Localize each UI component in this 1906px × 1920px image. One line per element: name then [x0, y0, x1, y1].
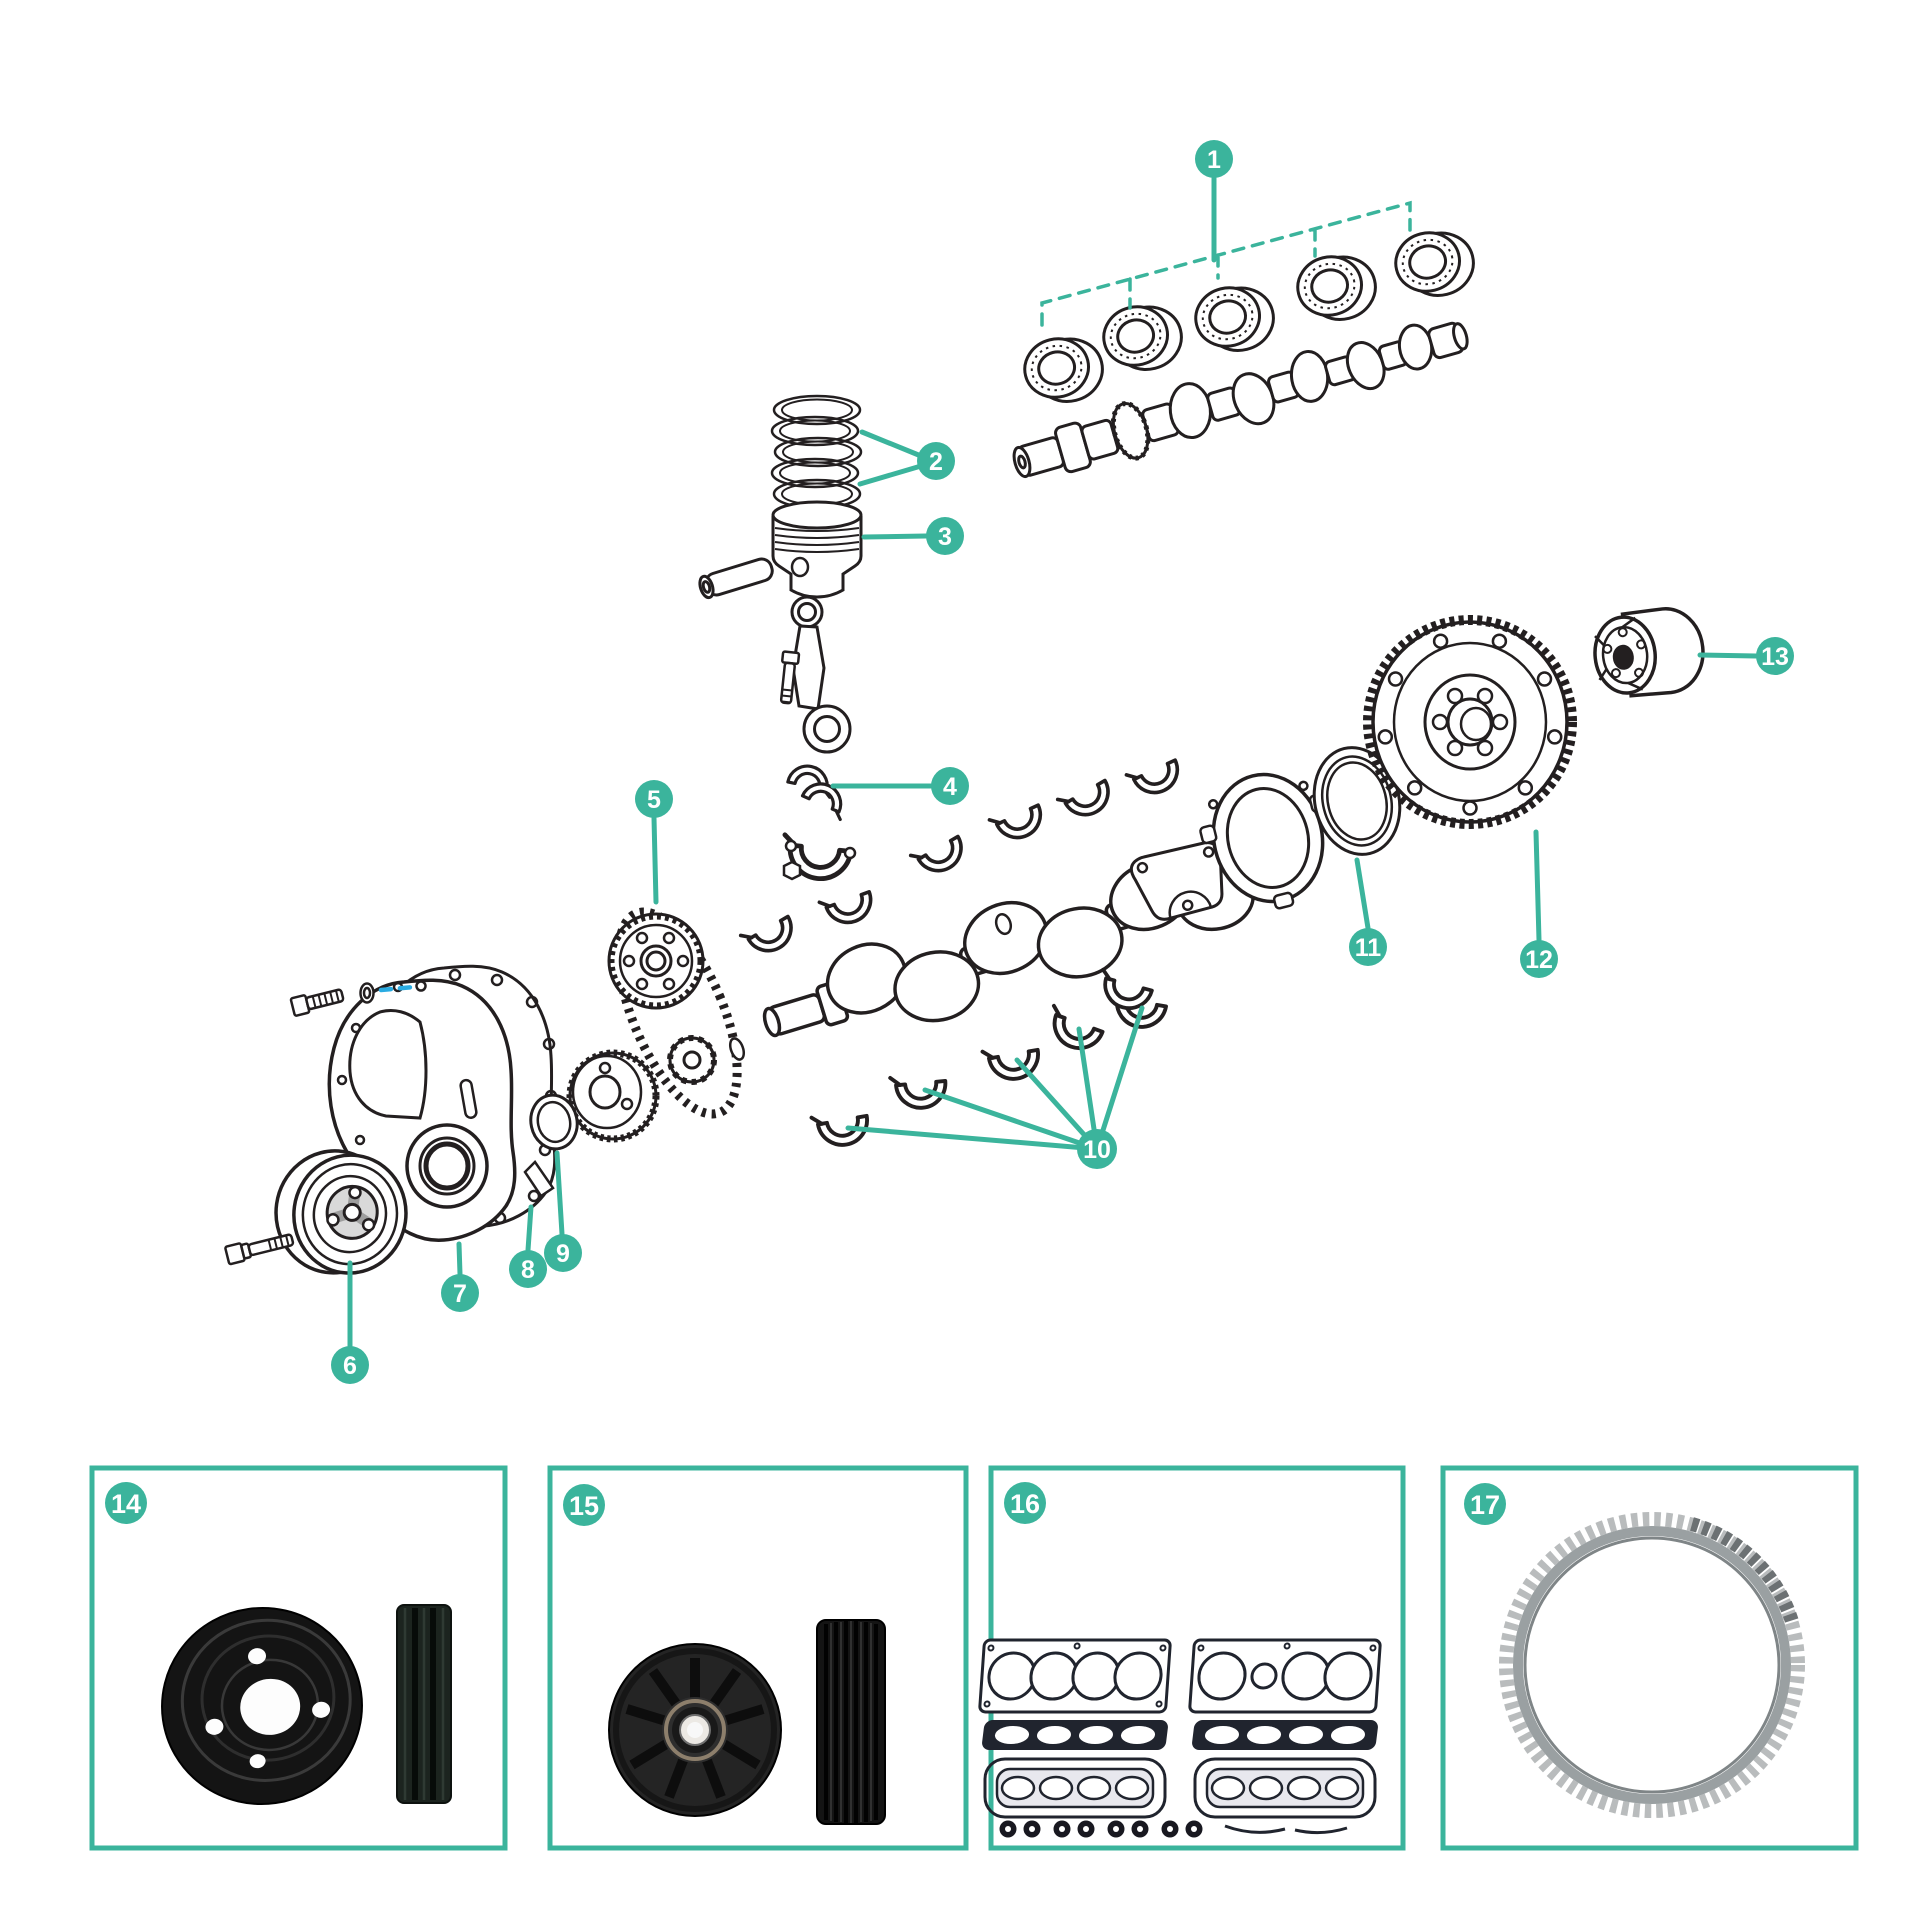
callout-9: 9	[544, 1234, 582, 1272]
cover-bolt	[289, 988, 345, 1017]
callout-2: 2	[917, 442, 955, 480]
svg-text:16: 16	[1010, 1489, 1040, 1519]
front-cover-assembly	[289, 964, 579, 1242]
piston	[771, 500, 863, 599]
svg-text:2: 2	[929, 448, 943, 476]
panel-badge-16: 16	[1004, 1482, 1046, 1524]
rod-bolt	[779, 650, 801, 705]
crank-pulley-side-view	[396, 1604, 452, 1804]
oil-pump-sprocket	[667, 1035, 717, 1085]
svg-text:4: 4	[943, 773, 957, 801]
piston-assembly	[698, 394, 863, 882]
callout-leader-lines	[347, 175, 1759, 1349]
crank-pulley-photo	[161, 1604, 452, 1806]
callout-6: 6	[331, 1346, 369, 1384]
rod-bearing-shells	[784, 760, 853, 822]
svg-text:8: 8	[521, 1256, 535, 1284]
callout-3: 3	[926, 517, 964, 555]
callout-7: 7	[441, 1274, 479, 1312]
cam-sprocket	[607, 912, 705, 1010]
callout-13: 13	[1756, 637, 1794, 675]
svg-text:11: 11	[1355, 934, 1382, 962]
svg-text:15: 15	[569, 1491, 599, 1521]
harmonic-balancer	[224, 1149, 408, 1275]
panel-badge-15: 15	[563, 1484, 605, 1526]
rear-cap-gasket	[1129, 841, 1224, 921]
piston-rings	[770, 394, 863, 510]
product-panels: 14 15 16 17	[89, 1465, 1859, 1851]
panel-15	[547, 1465, 969, 1851]
svg-text:12: 12	[1525, 946, 1553, 974]
callout-4: 4	[931, 767, 969, 805]
svg-text:5: 5	[647, 786, 661, 814]
panel-badge-14: 14	[105, 1482, 147, 1524]
svg-text:1: 1	[1207, 146, 1221, 174]
callout-5: 5	[635, 780, 673, 818]
alignment-dash-highlight	[378, 984, 417, 993]
callout-11: 11	[1349, 928, 1387, 966]
callout-1: 1	[1195, 140, 1233, 178]
rod-cap	[781, 835, 857, 882]
connecting-rod	[790, 595, 852, 754]
svg-text:7: 7	[453, 1280, 467, 1308]
svg-text:9: 9	[556, 1240, 570, 1268]
cover-washer	[359, 982, 375, 1004]
callouts: 1 2 3 4 5 6 7 8 9 10 11 12 13	[331, 140, 1794, 1384]
idler-pulley-photo	[608, 1619, 886, 1825]
crank-seal	[529, 1093, 579, 1151]
ring-gear-photo	[1499, 1512, 1805, 1818]
balancer-bolt	[224, 1233, 295, 1266]
callout-10: 10	[1077, 1129, 1117, 1169]
callout-8: 8	[509, 1250, 547, 1288]
camshaft-assembly	[1012, 221, 1482, 479]
idler-pulley-side-view	[816, 1619, 886, 1825]
timing-chain	[614, 907, 742, 1119]
svg-text:17: 17	[1470, 1490, 1500, 1520]
head-gasket-set-photo	[978, 1638, 1382, 1838]
svg-text:10: 10	[1083, 1136, 1111, 1164]
woodruff-key	[728, 1037, 746, 1061]
panel-badge-17: 17	[1464, 1483, 1506, 1525]
flywheel	[1363, 615, 1577, 829]
valve-seals	[999, 1820, 1203, 1838]
callout-12: 12	[1520, 940, 1558, 978]
svg-text:13: 13	[1761, 643, 1789, 671]
svg-text:6: 6	[343, 1352, 357, 1380]
camshaft	[1012, 321, 1469, 479]
svg-text:14: 14	[111, 1489, 141, 1519]
wrist-pin	[698, 557, 774, 600]
cover-bolt-hole	[415, 980, 427, 992]
timing-chain-assembly	[566, 907, 746, 1143]
svg-text:3: 3	[938, 523, 952, 551]
crank-timing-gear	[566, 1049, 660, 1143]
crank-coupler-hub	[1593, 607, 1705, 698]
